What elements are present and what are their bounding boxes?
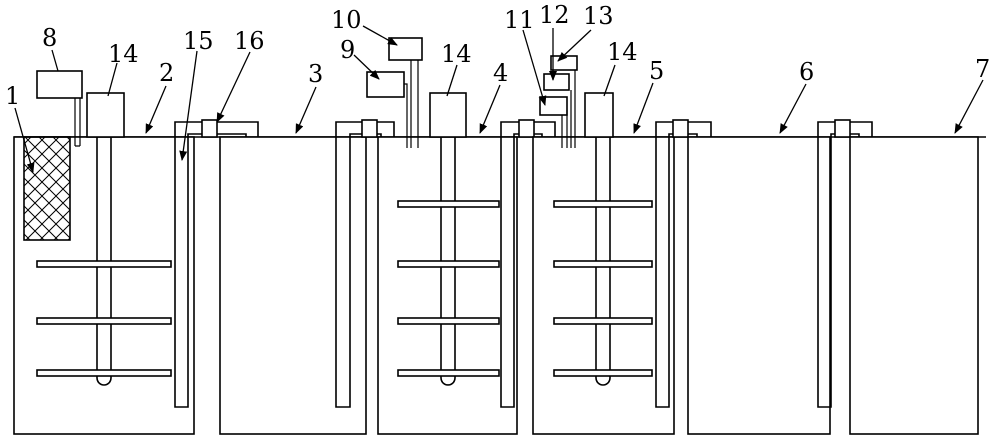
labels: 1 2 3 4 5 6 7 8 9 10 11 12 13 14 14 14 1… [5,1,990,110]
tank-3 [366,37,518,435]
motor-box-1 [86,92,125,138]
label-16: 16 [234,27,265,55]
label-14-b: 14 [441,40,472,68]
sensor-box-12 [543,73,570,91]
label-14-c: 14 [607,38,638,66]
sensor-box-11 [539,96,568,116]
label-6: 6 [799,58,814,86]
label-2: 2 [159,59,174,87]
tank-6 [849,136,979,435]
tank-1 [13,70,195,435]
label-3: 3 [308,60,323,88]
label-12: 12 [539,1,570,29]
label-1: 1 [5,82,20,110]
label-9: 9 [340,36,355,64]
filter-block [23,136,71,241]
label-7: 7 [975,55,990,83]
leader-lines [14,25,984,173]
sensor-box-13 [550,55,578,71]
tank-4 [532,55,675,435]
label-5: 5 [649,57,664,85]
label-15: 15 [183,27,214,55]
label-13: 13 [583,2,614,30]
label-4: 4 [493,59,508,87]
tank-2 [219,136,367,435]
label-14-a: 14 [108,40,139,68]
tank-5 [687,136,831,435]
controller-box-8 [36,70,83,99]
motor-box-2 [429,92,467,138]
dosing-box-10 [388,37,423,61]
agitator-1 [36,137,172,386]
label-10: 10 [331,6,362,34]
dosing-box-9 [366,71,405,98]
motor-box-3 [584,92,614,138]
label-11: 11 [504,6,535,34]
label-8: 8 [42,24,57,52]
